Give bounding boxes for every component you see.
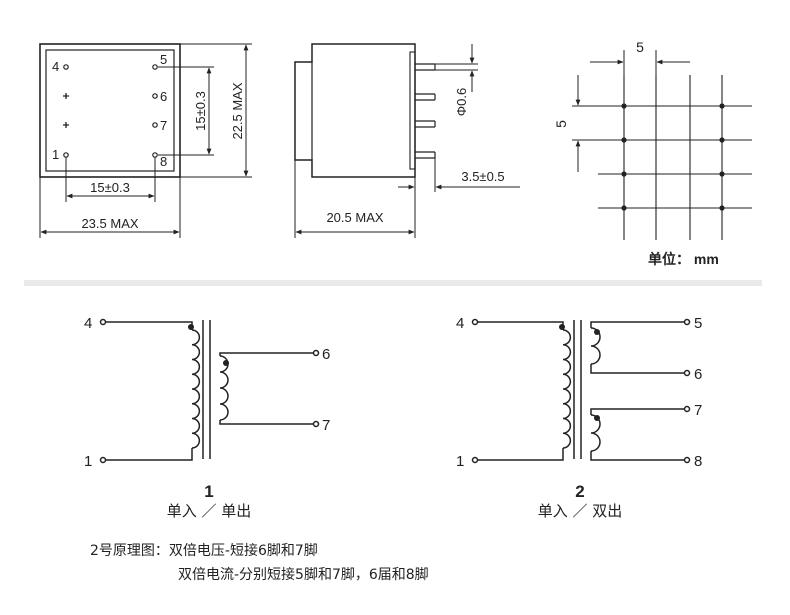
wire [590,321,684,328]
pad-dot [621,137,627,143]
schematic-1-labels: 4 1 6 7 1 单入 ／ 单出 [84,315,330,520]
terminal-1 [471,456,479,464]
side-pin [415,93,436,101]
plus-mark [63,93,69,99]
pin-label-7: 7 [160,118,167,133]
s1-number: 1 [204,482,213,501]
dim-pin-diameter: Φ0.6 [454,88,469,116]
side-pin [415,120,436,128]
s1-pin-6: 6 [322,346,330,363]
pin-label-4: 4 [52,59,59,74]
side-body-outline [294,43,416,178]
terminal-1 [99,456,107,464]
wire [219,420,313,425]
grid-dim-v: 5 [553,120,569,128]
polarity-dot [594,329,600,335]
side-view [294,43,520,238]
pad-dot [719,171,725,177]
dim-depth: 20.5 MAX [326,210,383,225]
s1-pin-7: 7 [322,417,330,434]
secondary-coil [219,355,229,421]
terminal-6 [683,369,691,377]
polarity-dot [223,360,229,366]
section-divider [24,280,762,286]
top-view-labels: 4 1 5 6 7 8 15±0.3 23.5 MAX 15±0.3 22.5 … [52,52,245,231]
pcb-grid [598,75,752,240]
s2-pin-8: 8 [694,453,702,470]
polarity-dot [188,324,194,330]
pad-dot [621,103,627,109]
wire [106,448,193,461]
dim-width: 23.5 MAX [81,216,138,231]
note-line-1: 2号原理图：双倍电压-短接6脚和7脚 [90,543,318,559]
dim-pin-pitch-h: 15±0.3 [90,180,130,195]
s2-pin-6: 6 [694,366,702,383]
s2-pin-4: 4 [456,315,464,332]
pin-4-dot [63,64,69,70]
wire [478,448,564,461]
wire [590,451,684,461]
pin-7-dot [152,122,158,128]
terminal-6 [312,349,320,357]
wire [590,408,684,415]
schematic-2 [471,318,691,464]
s1-pin-1: 1 [84,453,92,470]
wire [590,364,684,374]
package-inner-outline [45,49,175,172]
pin-label-8: 8 [160,154,167,169]
pad-dot [719,103,725,109]
terminal-4 [99,318,107,326]
grid-dim-h: 5 [636,39,644,55]
s2-number: 2 [575,482,584,501]
pcb-grid-dims [572,50,690,172]
pin-5-dot [152,64,158,70]
pin-6-dot [152,93,158,99]
pin-label-6: 6 [160,89,167,104]
s2-pin-1: 1 [456,453,464,470]
side-pin [415,151,436,159]
schematic-2-labels: 4 1 5 6 7 8 2 单入 ／ 双出 [456,315,702,520]
s2-caption: 单入 ／ 双出 [538,502,623,520]
side-body-flange [409,51,416,170]
pin-8-dot [152,152,158,158]
terminal-5 [683,318,691,326]
pin-label-5: 5 [160,52,167,67]
plus-mark [63,122,69,128]
side-view-labels: 20.5 MAX 3.5±0.5 Φ0.6 [326,88,504,225]
polarity-dot [594,415,600,421]
pin-1-dot [63,152,69,158]
schematic-1 [99,318,320,464]
terminal-7 [683,405,691,413]
polarity-dot [559,324,565,330]
s1-caption: 单入 ／ 单出 [167,502,252,520]
pad-dot [719,205,725,211]
primary-coil [191,329,201,449]
primary-coil [562,329,572,449]
package-outline [39,43,181,178]
dim-pin-length: 3.5±0.5 [461,169,504,184]
pad-dot [621,205,627,211]
side-pin [415,63,436,71]
dim-height: 22.5 MAX [230,82,245,139]
terminal-4 [471,318,479,326]
terminal-7 [312,420,320,428]
wire [106,321,193,330]
s2-pin-5: 5 [694,315,702,332]
note-line-2: 双倍电流-分别短接5脚和7脚，6届和8脚 [178,567,429,583]
s1-pin-4: 4 [84,315,92,332]
wire [478,321,564,330]
pin-label-1: 1 [52,147,59,162]
top-view [39,43,252,238]
wire [219,352,313,356]
pad-dot [621,171,627,177]
terminal-8 [683,456,691,464]
units-label: 单位： mm [648,251,719,267]
dim-pin-pitch-v: 15±0.3 [193,91,208,131]
pad-dot [719,137,725,143]
s2-pin-7: 7 [694,402,702,419]
